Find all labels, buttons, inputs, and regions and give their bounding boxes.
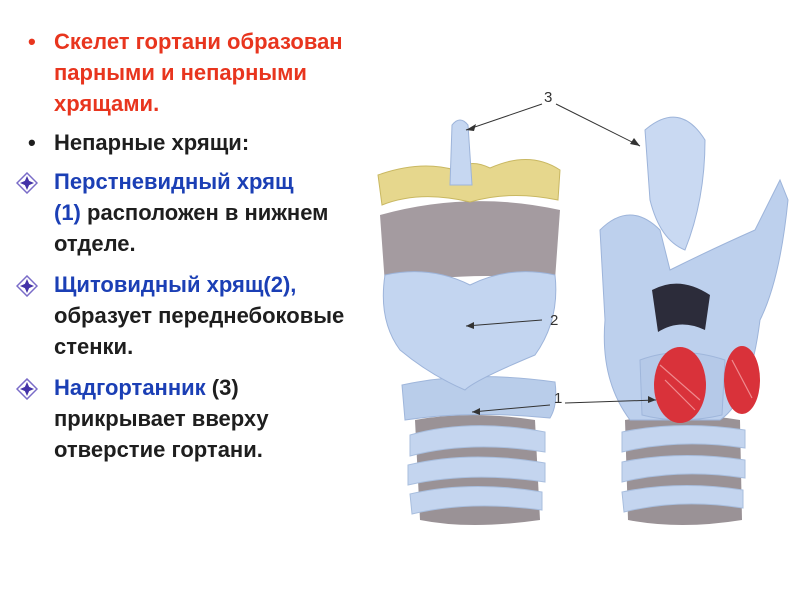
cricoid-name: Перстневидный хрящ bbox=[54, 169, 294, 194]
leader-line-1-left bbox=[471, 404, 551, 413]
epiglottis-back bbox=[644, 116, 706, 251]
thyroid-name: Щитовидный хрящ(2), bbox=[54, 272, 297, 297]
tracheal-ring bbox=[409, 486, 543, 515]
paragraph-skeleton: • Скелет гортани образован парными и неп… bbox=[14, 26, 354, 119]
leader-line-1-right bbox=[564, 399, 657, 404]
laryngeal-cavity bbox=[652, 283, 710, 332]
arrowhead bbox=[466, 124, 476, 131]
bullet-dot: • bbox=[28, 29, 36, 54]
epiglottis-front bbox=[449, 119, 473, 186]
tracheal-ring bbox=[621, 484, 744, 513]
thyroid-cartilage-front bbox=[382, 271, 557, 391]
tracheal-ring bbox=[621, 424, 746, 453]
diamond-bullet-icon bbox=[16, 275, 38, 297]
thyroid-description: образует переднебоковые стенки. bbox=[54, 303, 345, 359]
leader-line-3-left bbox=[465, 103, 543, 131]
paragraph-skeleton-text: Скелет гортани образован парными и непар… bbox=[54, 29, 343, 116]
muscle-fibers bbox=[659, 359, 753, 411]
label-3: 3 bbox=[544, 89, 552, 106]
larynx-figure: 3 2 1 bbox=[377, 89, 789, 525]
arrowhead bbox=[472, 408, 480, 415]
paragraph-epiglottis: Надгортанник (3) прикрывает вверху отвер… bbox=[14, 372, 354, 465]
diamond-bullet-icon bbox=[16, 172, 38, 194]
leader-line-3-right bbox=[555, 103, 641, 147]
tracheal-ring bbox=[621, 454, 746, 483]
arrowhead bbox=[648, 396, 656, 403]
bullet-dot: • bbox=[28, 130, 36, 155]
epiglottis-description: прикрывает вверху отверстие гортани. bbox=[54, 406, 269, 462]
text-column: • Скелет гортани образован парными и неп… bbox=[14, 26, 354, 465]
label-1: 1 bbox=[554, 390, 562, 407]
paragraph-cricoid: Перстневидный хрящ (1) расположен в нижн… bbox=[14, 166, 354, 259]
epiglottis-number: (3) bbox=[211, 375, 239, 400]
arrowhead bbox=[630, 138, 640, 146]
larynx-back-view bbox=[599, 116, 789, 525]
larynx-front-view bbox=[377, 119, 561, 525]
paragraph-unpaired: • Непарные хрящи: bbox=[14, 127, 354, 158]
cricoid-description: расположен в нижнем отделе. bbox=[54, 200, 329, 256]
paragraph-thyroid: Щитовидный хрящ(2), образует переднебоко… bbox=[14, 269, 354, 362]
posterior-cricoarytenoid-muscle-left bbox=[654, 347, 706, 423]
tracheal-ring bbox=[409, 425, 546, 457]
paragraph-unpaired-text: Непарные хрящи: bbox=[54, 130, 250, 155]
leader-lines: 3 2 1 bbox=[465, 89, 657, 415]
leader-line-2 bbox=[465, 319, 543, 327]
arrowhead bbox=[466, 322, 474, 329]
cricoid-number: (1) bbox=[54, 200, 81, 225]
diamond-bullet-icon bbox=[16, 378, 38, 400]
label-2: 2 bbox=[550, 312, 558, 329]
tracheal-ring bbox=[407, 456, 546, 486]
epiglottis-name: Надгортанник bbox=[54, 375, 206, 400]
thyrohyoid-membrane bbox=[380, 201, 560, 285]
